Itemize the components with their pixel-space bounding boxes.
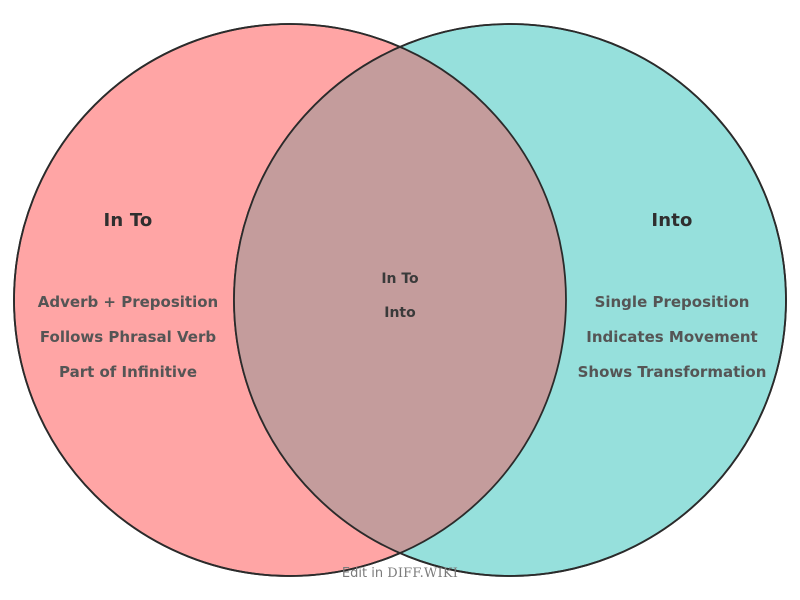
left-circle-outline <box>13 23 567 577</box>
right-circle-outline <box>233 23 787 577</box>
credit-prefix: Edit in <box>341 566 388 581</box>
edit-in-diffwiki-link[interactable]: Edit in DIFF.WIKI <box>0 566 800 581</box>
credit-brand: DIFF.WIKI <box>387 566 459 581</box>
intersection-region[interactable] <box>234 24 786 576</box>
